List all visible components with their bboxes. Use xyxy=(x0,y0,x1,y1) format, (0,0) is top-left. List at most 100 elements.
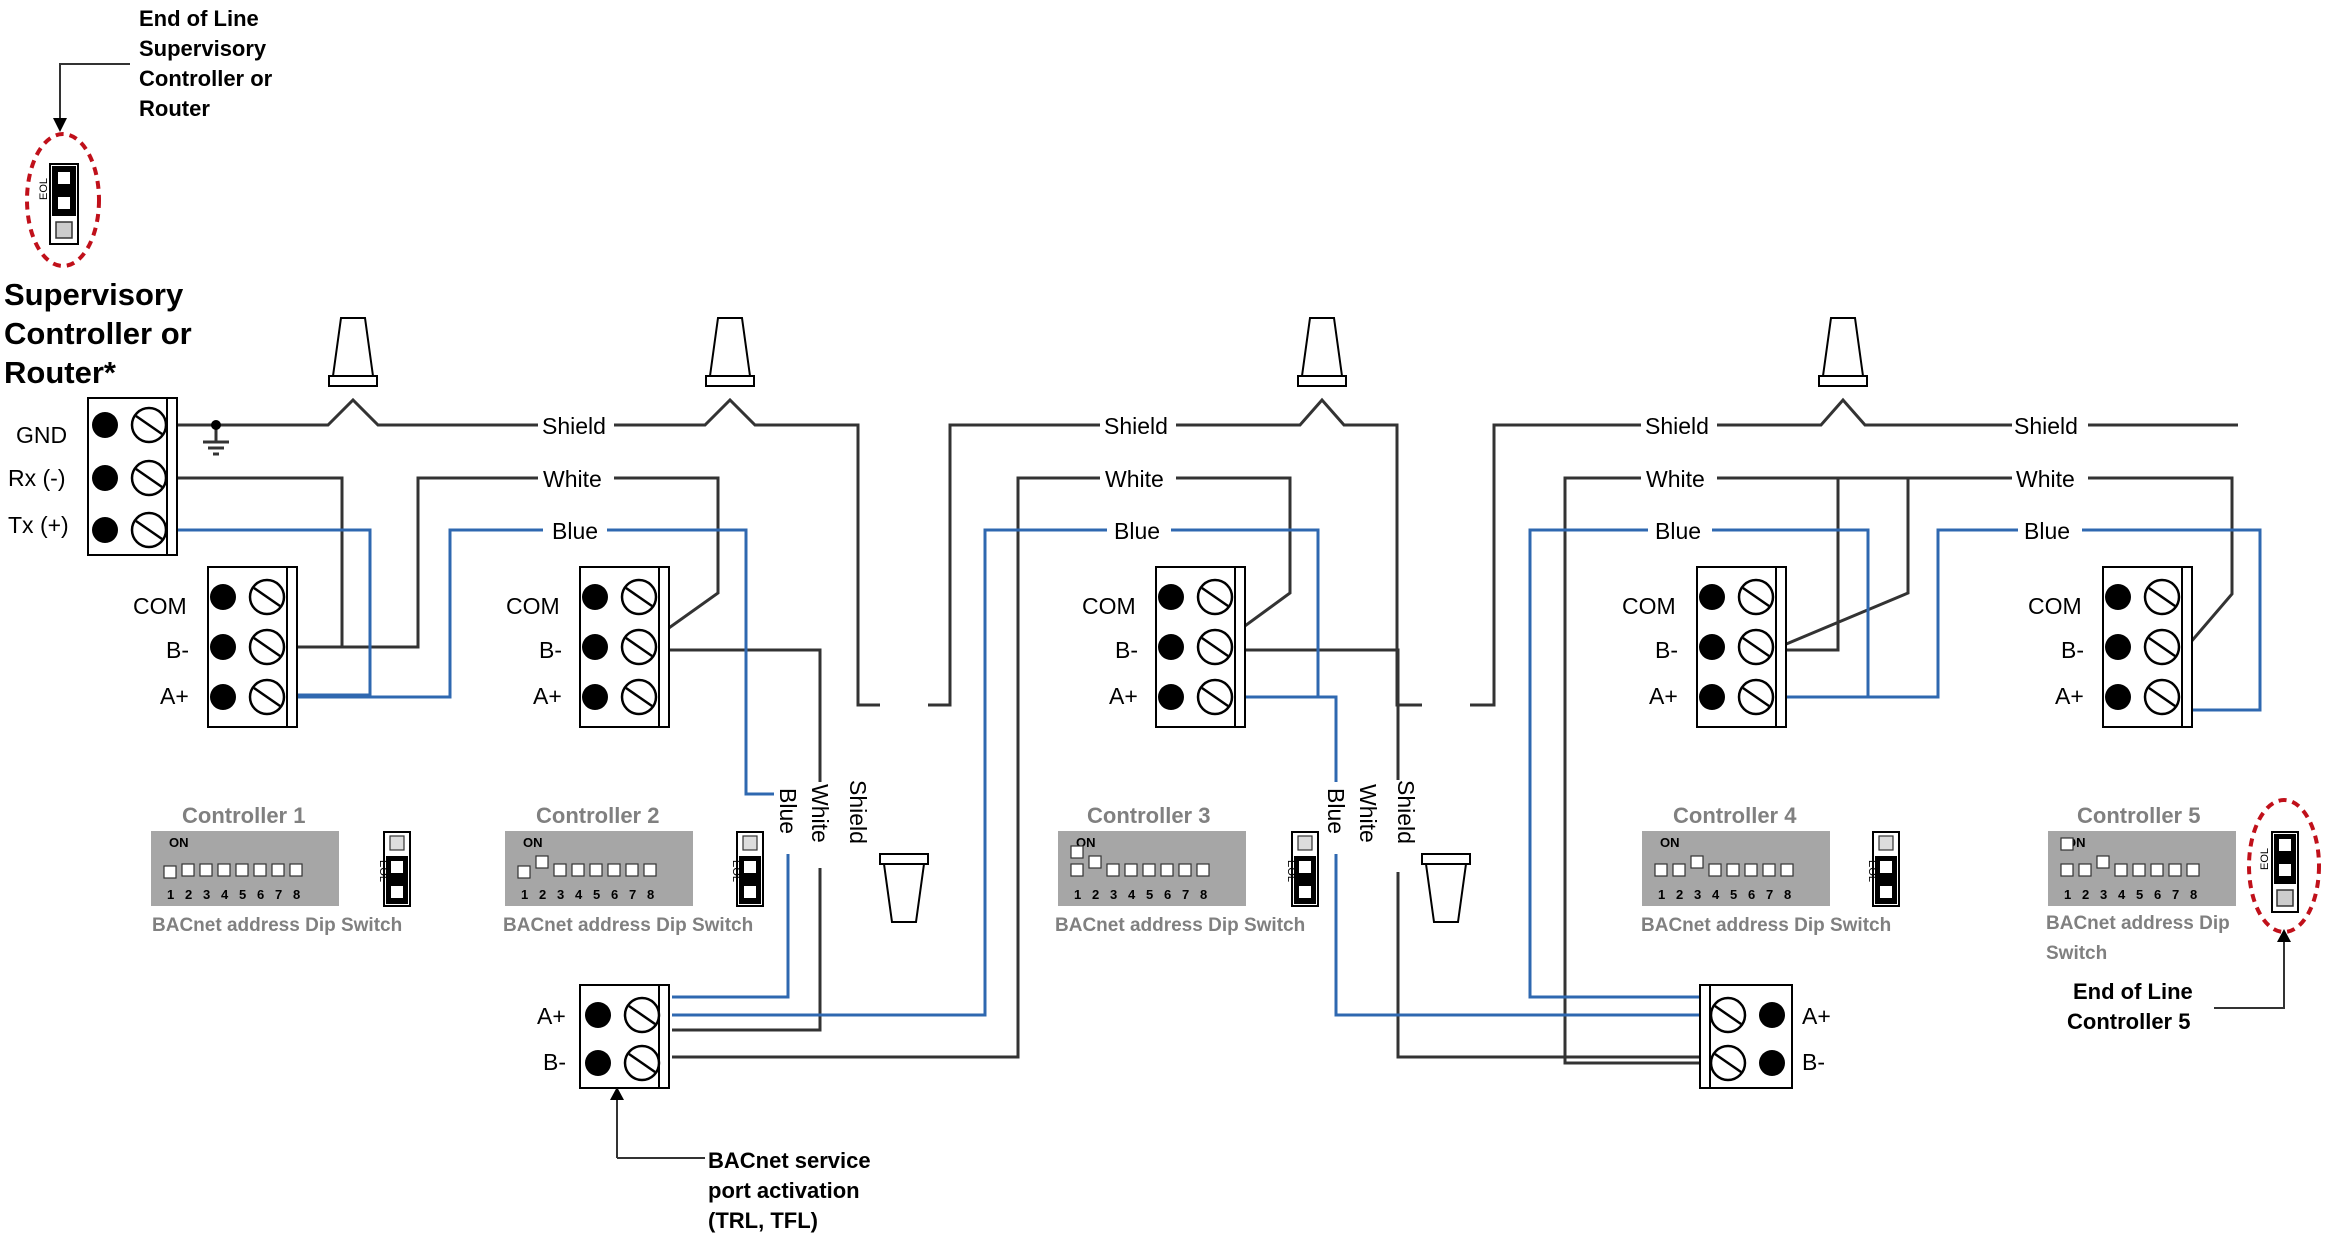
dip-switch-label: BACnet address Dip Switch xyxy=(1641,915,1891,936)
controller-title: Controller 4 xyxy=(1673,803,1797,828)
svg-text:2: 2 xyxy=(1092,887,1099,902)
service-port-left: A+ B- BACnet service port activation (TR… xyxy=(537,984,871,1233)
svg-text:4: 4 xyxy=(2118,887,2126,902)
svg-text:7: 7 xyxy=(629,887,636,902)
com-label: COM xyxy=(506,593,560,619)
com-label: COM xyxy=(133,593,187,619)
svg-text:8: 8 xyxy=(1200,887,1207,902)
top-eol-line-3: Controller or xyxy=(139,66,273,91)
tx-label: Tx (+) xyxy=(8,512,69,538)
svg-text:5: 5 xyxy=(1730,887,1737,902)
svg-text:6: 6 xyxy=(611,887,618,902)
b-label: B- xyxy=(543,1049,566,1075)
a-label: A+ xyxy=(1802,1003,1831,1029)
shield-wires xyxy=(147,397,2238,707)
wire-labels: Shield White Blue Shield White Blue Shie… xyxy=(538,410,2088,872)
white-label: White xyxy=(1105,466,1164,492)
b-label: B- xyxy=(539,637,562,663)
shield-label: Shield xyxy=(542,413,606,439)
svg-text:4: 4 xyxy=(221,887,229,902)
a-label: A+ xyxy=(1109,683,1138,709)
controller-5-terminal: COM B- A+ xyxy=(2028,566,2193,728)
b-label: B- xyxy=(2061,637,2084,663)
svg-text:6: 6 xyxy=(2154,887,2161,902)
service-port-line-3: (TRL, TFL) xyxy=(708,1208,818,1233)
svg-text:5: 5 xyxy=(239,887,246,902)
svg-text:6: 6 xyxy=(1164,887,1171,902)
white-label: White xyxy=(1646,466,1705,492)
svg-text:1: 1 xyxy=(1658,887,1665,902)
eol-highlight-ring xyxy=(25,132,101,268)
eol-label: EOL xyxy=(38,178,50,200)
svg-text:8: 8 xyxy=(293,887,300,902)
end-controller-line-1: End of Line xyxy=(2073,979,2193,1004)
svg-text:2: 2 xyxy=(185,887,192,902)
supervisory-line-2: Controller or xyxy=(4,316,192,351)
eol-label: EOL xyxy=(730,860,742,882)
svg-text:3: 3 xyxy=(2100,887,2107,902)
controller-title: Controller 2 xyxy=(536,803,659,828)
svg-text:8: 8 xyxy=(647,887,654,902)
dip-switch-label-line-1: BACnet address Dip xyxy=(2046,913,2230,934)
svg-text:ON: ON xyxy=(523,835,543,850)
svg-text:1: 1 xyxy=(1074,887,1081,902)
com-label: COM xyxy=(1082,593,1136,619)
svg-text:7: 7 xyxy=(1182,887,1189,902)
white-wires xyxy=(157,476,2234,1065)
shield-label: Shield xyxy=(1393,780,1419,844)
svg-text:8: 8 xyxy=(2190,887,2197,902)
svg-text:1: 1 xyxy=(521,887,528,902)
gnd-label: GND xyxy=(16,422,67,448)
controller-2-terminal: COM B- A+ xyxy=(506,566,670,728)
service-port-right: A+ B- xyxy=(1699,984,1831,1089)
svg-text:4: 4 xyxy=(1128,887,1136,902)
controller-1-terminal: COM B- A+ xyxy=(133,566,298,728)
svg-text:1: 1 xyxy=(167,887,174,902)
svg-text:3: 3 xyxy=(1694,887,1701,902)
a-label: A+ xyxy=(2055,683,2084,709)
svg-text:4: 4 xyxy=(1712,887,1720,902)
shield-label: Shield xyxy=(1645,413,1709,439)
blue-label: Blue xyxy=(2024,518,2070,544)
svg-text:ON: ON xyxy=(169,835,189,850)
eol-label: EOL xyxy=(1866,860,1878,882)
svg-text:5: 5 xyxy=(593,887,600,902)
white-label: White xyxy=(1355,784,1381,843)
wire-nut-icon xyxy=(879,853,929,923)
svg-text:2: 2 xyxy=(539,887,546,902)
wire-nut-icon xyxy=(1421,853,1471,923)
dip-switch-label: BACnet address Dip Switch xyxy=(1055,915,1305,936)
eol-label: EOL xyxy=(2259,848,2271,870)
b-label: B- xyxy=(1655,637,1678,663)
svg-text:8: 8 xyxy=(1784,887,1791,902)
controller-title: Controller 1 xyxy=(182,803,305,828)
top-eol-line-1: End of Line xyxy=(139,6,259,31)
a-label: A+ xyxy=(533,683,562,709)
com-label: COM xyxy=(1622,593,1676,619)
a-label: A+ xyxy=(160,683,189,709)
a-label: A+ xyxy=(537,1003,566,1029)
white-label: White xyxy=(2016,466,2075,492)
shield-label: Shield xyxy=(2014,413,2078,439)
controller-title: Controller 5 xyxy=(2077,803,2200,828)
supervisory-line-1: Supervisory xyxy=(4,277,184,312)
blue-label: Blue xyxy=(552,518,598,544)
end-controller-line-2: Controller 5 xyxy=(2067,1009,2190,1034)
service-port-line-2: port activation xyxy=(708,1178,860,1203)
svg-text:2: 2 xyxy=(2082,887,2089,902)
eol-label: EOL xyxy=(1285,860,1297,882)
top-eol-callout: End of Line Supervisory Controller or Ro… xyxy=(25,6,273,268)
dip-switch-label: BACnet address Dip Switch xyxy=(503,915,753,936)
wire-nut-icon xyxy=(328,317,378,387)
wire-nut-icon xyxy=(705,317,755,387)
controller-title: Controller 3 xyxy=(1087,803,1210,828)
blue-label: Blue xyxy=(1323,788,1349,834)
svg-text:ON: ON xyxy=(1660,835,1680,850)
eol-label: EOL xyxy=(377,860,389,882)
blue-label: Blue xyxy=(775,788,801,834)
